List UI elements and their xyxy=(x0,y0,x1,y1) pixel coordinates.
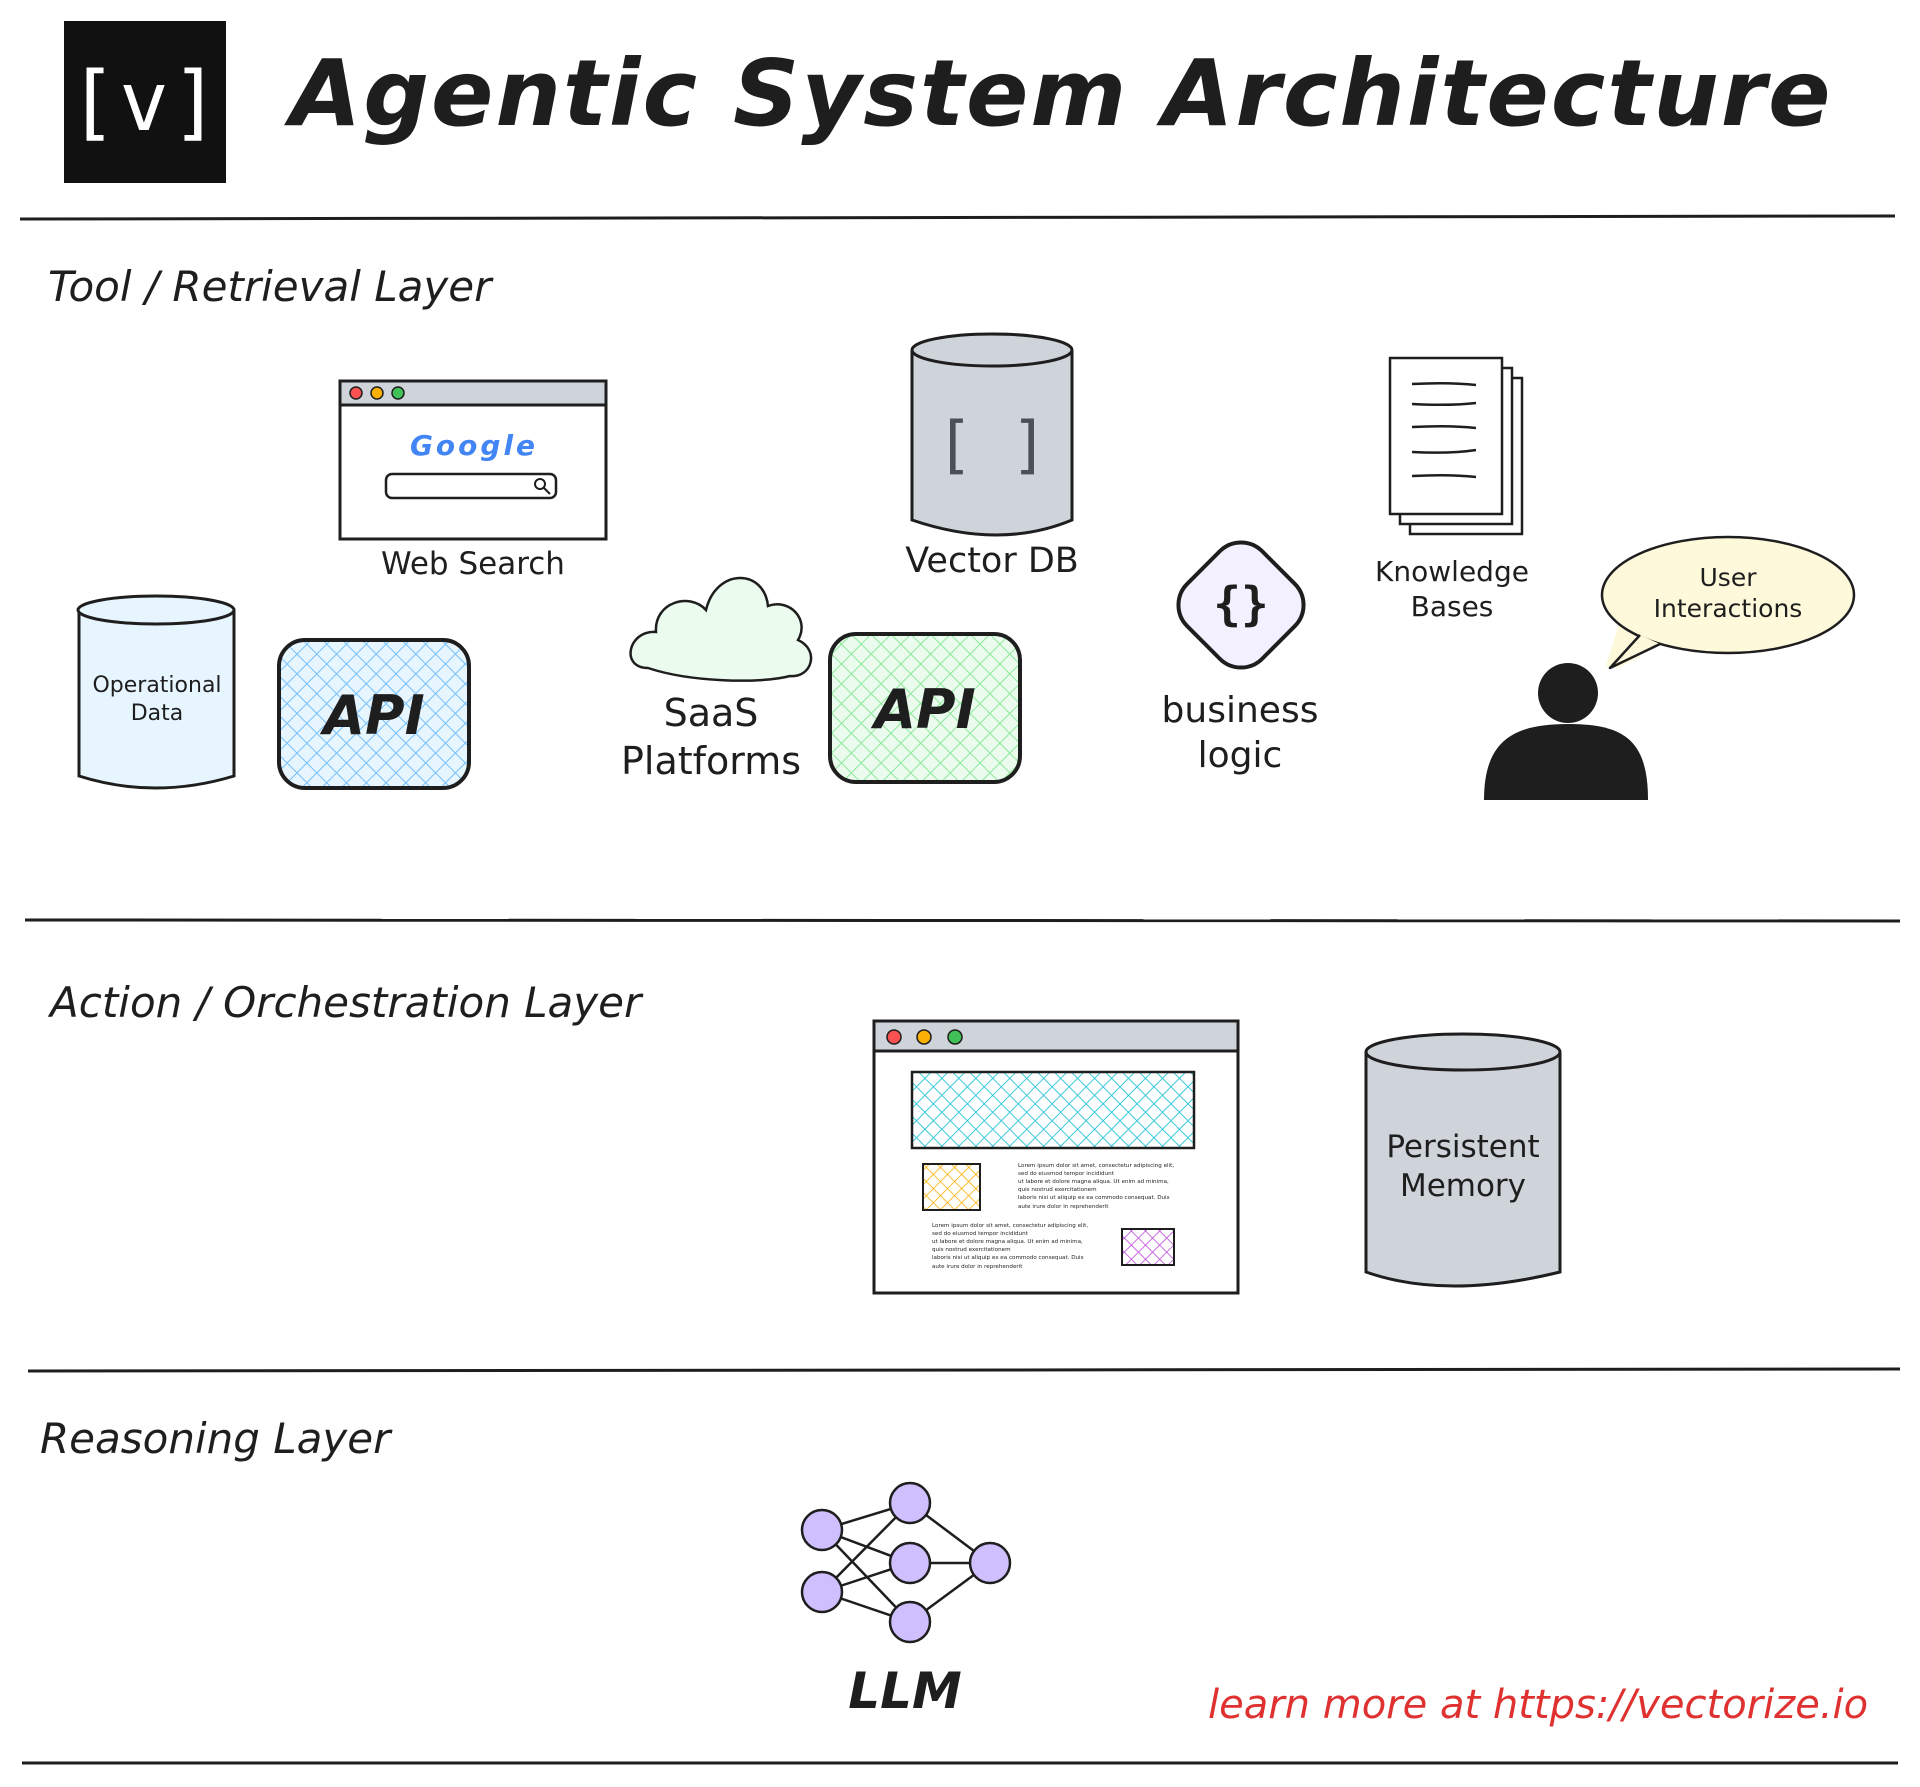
business-logic-glyph: {} xyxy=(1213,577,1269,631)
api-green-label: API xyxy=(874,678,976,741)
divider-header xyxy=(19,214,1896,221)
section-title-action: Action / Orchestration Layer xyxy=(50,978,642,1027)
business-logic-diamond-icon xyxy=(1176,540,1306,670)
web-search-label: Web Search xyxy=(381,546,565,582)
vector-db-glyph: [ ] xyxy=(936,408,1048,481)
llm-label: LLM xyxy=(848,1662,962,1720)
app-lorem-text-2: Lorem ipsum dolor sit amet, consectetur … xyxy=(932,1223,1089,1270)
app-lorem-text-1: Lorem ipsum dolor sit amet, consectetur … xyxy=(1018,1163,1175,1210)
section-dividers xyxy=(19,214,1901,1765)
saas-platforms-label: SaaS Platforms xyxy=(600,690,822,785)
section-title-reasoning: Reasoning Layer xyxy=(40,1414,391,1463)
neuron xyxy=(888,1481,932,1525)
persistent-memory-cylinder xyxy=(1364,1032,1562,1288)
persistent-memory-line1: Persistent xyxy=(1386,1129,1540,1165)
business-logic-label: business logic xyxy=(1140,688,1340,778)
knowledge-bases-documents-icon xyxy=(1388,356,1524,536)
user-interactions-line2: Interactions xyxy=(1653,594,1803,624)
neuron xyxy=(800,1570,844,1614)
divider-action-reasoning xyxy=(27,1367,1901,1373)
app-banner-block xyxy=(910,1070,1196,1150)
divider-tool-action xyxy=(24,918,1901,923)
neuron xyxy=(800,1508,844,1552)
saas-cloud-icon xyxy=(629,576,813,682)
operational-data-line1: Operational xyxy=(92,673,222,698)
business-logic-line2: logic xyxy=(1197,735,1283,776)
app-window-icon xyxy=(872,1019,1240,1295)
business-logic-line1: business xyxy=(1161,690,1319,731)
saas-line1: SaaS xyxy=(663,691,759,735)
api-blue-box xyxy=(277,638,471,790)
person-icon xyxy=(1484,663,1648,800)
section-title-tool: Tool / Retrieval Layer xyxy=(48,262,492,311)
operational-data-label: Operational Data xyxy=(80,672,234,727)
neuron xyxy=(888,1600,932,1644)
neuron xyxy=(888,1541,932,1585)
user-speech-bubble xyxy=(1600,535,1856,670)
vector-db-label: Vector DB xyxy=(905,541,1079,581)
web-search-browser-icon xyxy=(338,379,608,541)
llm-neural-network-icon xyxy=(800,1481,1012,1644)
app-orange-block xyxy=(922,1163,981,1211)
neuron xyxy=(968,1541,1012,1585)
knowledge-bases-line1: Knowledge xyxy=(1375,555,1529,588)
google-logo-text: Google xyxy=(409,429,539,462)
knowledge-bases-line2: Bases xyxy=(1410,590,1494,623)
operational-data-cylinder xyxy=(76,594,236,790)
api-blue-label: API xyxy=(323,684,425,747)
user-interactions-line1: User xyxy=(1699,563,1757,592)
vectorize-logo: [v] xyxy=(64,21,226,183)
api-green-box xyxy=(828,632,1022,784)
persistent-memory-line2: Memory xyxy=(1399,1167,1527,1204)
persistent-memory-label: Persistent Memory xyxy=(1366,1128,1560,1206)
saas-line2: Platforms xyxy=(620,738,802,783)
logo-text: [v] xyxy=(67,54,223,150)
user-interactions-label: User Interactions xyxy=(1620,562,1836,625)
knowledge-bases-label: Knowledge Bases xyxy=(1362,554,1542,624)
page-title: Agentic System Architecture xyxy=(290,40,1833,147)
app-purple-block xyxy=(1121,1228,1175,1266)
vector-db-cylinder xyxy=(910,332,1074,537)
learn-more-link[interactable]: learn more at https://vectorize.io xyxy=(1208,1682,1869,1728)
operational-data-line2: Data xyxy=(130,700,184,726)
